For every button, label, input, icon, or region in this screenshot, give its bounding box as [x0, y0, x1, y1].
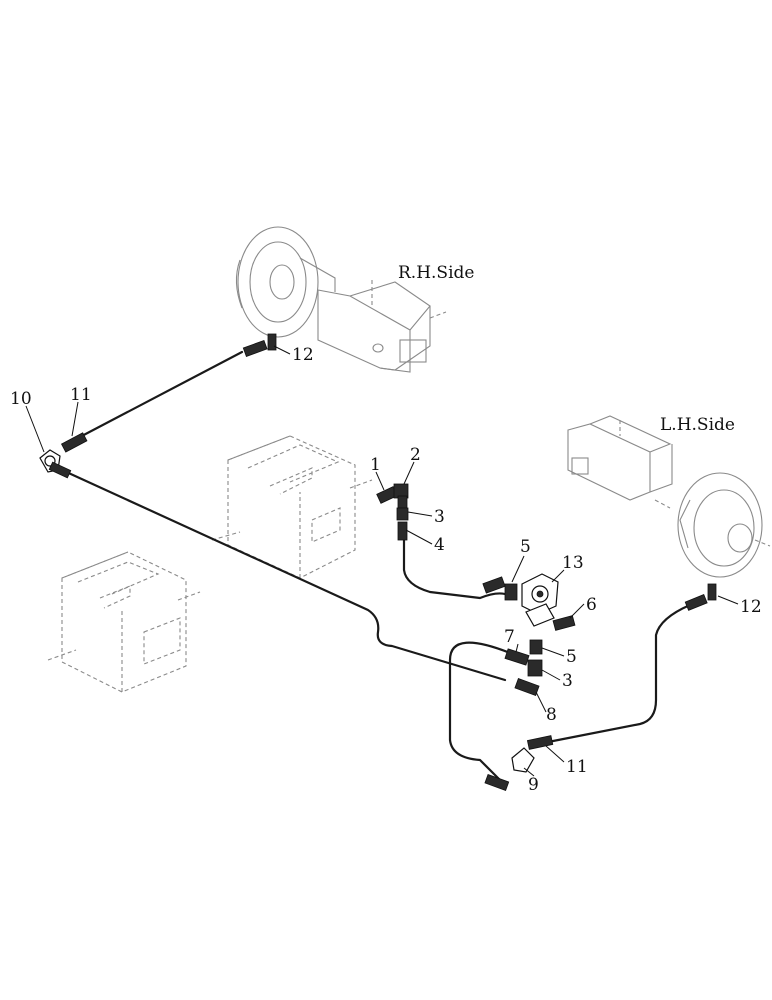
callout-8: 8 [546, 705, 557, 725]
rh-side-label: R.H.Side [398, 263, 474, 283]
elbow-fitting-2 [393, 483, 409, 509]
callout-5-upper: 5 [520, 537, 531, 557]
callout-6: 6 [586, 595, 597, 615]
callout-4: 4 [434, 535, 445, 555]
valve-13 [521, 573, 559, 627]
callout-11-lower: 11 [566, 757, 588, 777]
callout-numbers: 10 11 12 1 2 3 4 5 13 6 7 5 3 8 9 11 12 [10, 345, 762, 795]
callout-7: 7 [504, 627, 515, 647]
callout-11-upper: 11 [70, 385, 92, 405]
callout-3-lower: 3 [562, 671, 573, 691]
adapter-fitting-4 [397, 521, 408, 541]
tee-fitting-3-lower [527, 659, 543, 677]
tee-fitting-3-upper [396, 507, 409, 521]
callout-12-lh: 12 [740, 597, 762, 617]
hydraulic-hoses [60, 350, 692, 782]
center-housing [211, 435, 373, 579]
adapter-fitting-6 [552, 615, 576, 631]
callout-5-lower: 5 [566, 647, 577, 667]
elbow-fitting-9 [484, 747, 535, 791]
adapter-fitting-lower-left [48, 461, 72, 479]
fittings [39, 333, 717, 791]
callout-12-rh: 12 [292, 345, 314, 365]
callout-9: 9 [528, 775, 539, 795]
union-fitting-5-upper [482, 576, 518, 601]
left-housing [47, 551, 201, 693]
elbow-fitting-12-lh [684, 583, 717, 611]
callout-1: 1 [370, 455, 381, 475]
adapter-fitting-8 [514, 678, 540, 696]
leader-lines [25, 345, 739, 777]
callout-3-upper: 3 [434, 507, 445, 527]
elbow-fitting-12-rh [242, 333, 277, 357]
callout-10: 10 [10, 389, 32, 409]
callout-13: 13 [562, 553, 584, 573]
adapter-fitting-11-lower [526, 735, 554, 750]
callout-2: 2 [410, 445, 421, 465]
rh-wheel-assembly [235, 226, 447, 373]
adapter-fitting-7 [504, 648, 530, 666]
union-fitting-5-lower [529, 639, 543, 655]
lh-wheel-assembly [567, 415, 771, 578]
adapter-fitting-11-upper [60, 432, 88, 453]
lh-side-label: L.H.Side [660, 415, 735, 435]
